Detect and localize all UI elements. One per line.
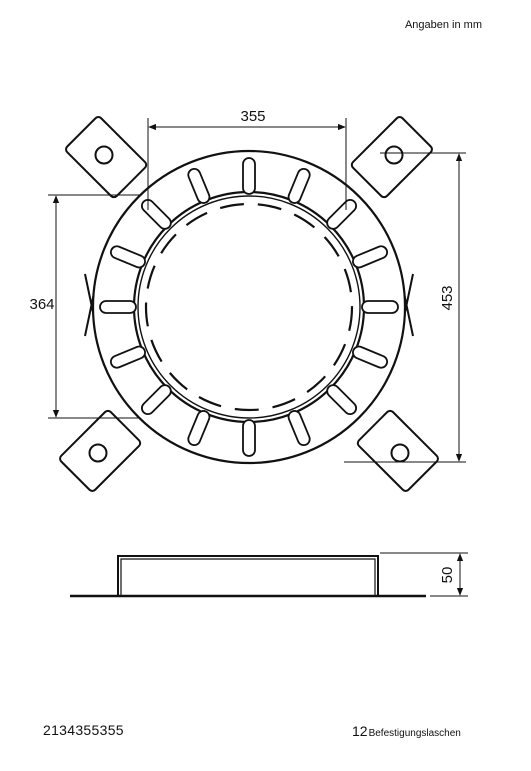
dimension-side-height-label: 50 — [439, 567, 456, 584]
ring-slot — [242, 157, 256, 195]
ring-slot — [187, 167, 211, 204]
ring-slot — [287, 410, 311, 447]
mounting-tab-top-left — [65, 116, 148, 199]
ring-slot — [352, 345, 389, 369]
flange-ring — [91, 149, 407, 465]
article-number: 2134355355 — [43, 722, 124, 738]
inner-dashed-ring — [144, 202, 354, 412]
ring-slot — [326, 384, 358, 416]
quantity-value: 12 — [352, 723, 368, 739]
dimension-top-width — [147, 118, 347, 210]
dimension-side-height — [380, 552, 468, 597]
quantity-label: Befestigungslaschen — [368, 728, 461, 739]
mounting-tab-bottom-left — [59, 409, 142, 492]
ring-slot — [326, 198, 358, 230]
ring-slot — [287, 167, 311, 204]
ring-slots — [99, 157, 399, 457]
mounting-tab-bottom-right — [356, 409, 439, 492]
ring-slot — [109, 245, 146, 269]
dimension-right-height — [344, 152, 466, 463]
ring-slot — [140, 384, 172, 416]
ring-slot — [109, 345, 146, 369]
dimension-left-height-label: 364 — [29, 296, 54, 313]
ring-slot — [242, 419, 256, 457]
ring-slot — [361, 300, 399, 314]
ring-slot — [140, 198, 172, 230]
dimension-left-height — [48, 194, 140, 419]
quantity-note: 12Befestigungslaschen — [352, 723, 461, 739]
ring-slot — [352, 245, 389, 269]
ring-slot — [99, 300, 137, 314]
dimension-right-height-label: 453 — [439, 285, 456, 310]
mounting-tabs — [59, 116, 439, 492]
units-note: Angaben in mm — [404, 19, 482, 31]
dimension-top-width-label: 355 — [240, 108, 265, 125]
side-view — [70, 555, 426, 598]
ring-slot — [187, 410, 211, 447]
mounting-tab-top-right — [350, 116, 433, 199]
